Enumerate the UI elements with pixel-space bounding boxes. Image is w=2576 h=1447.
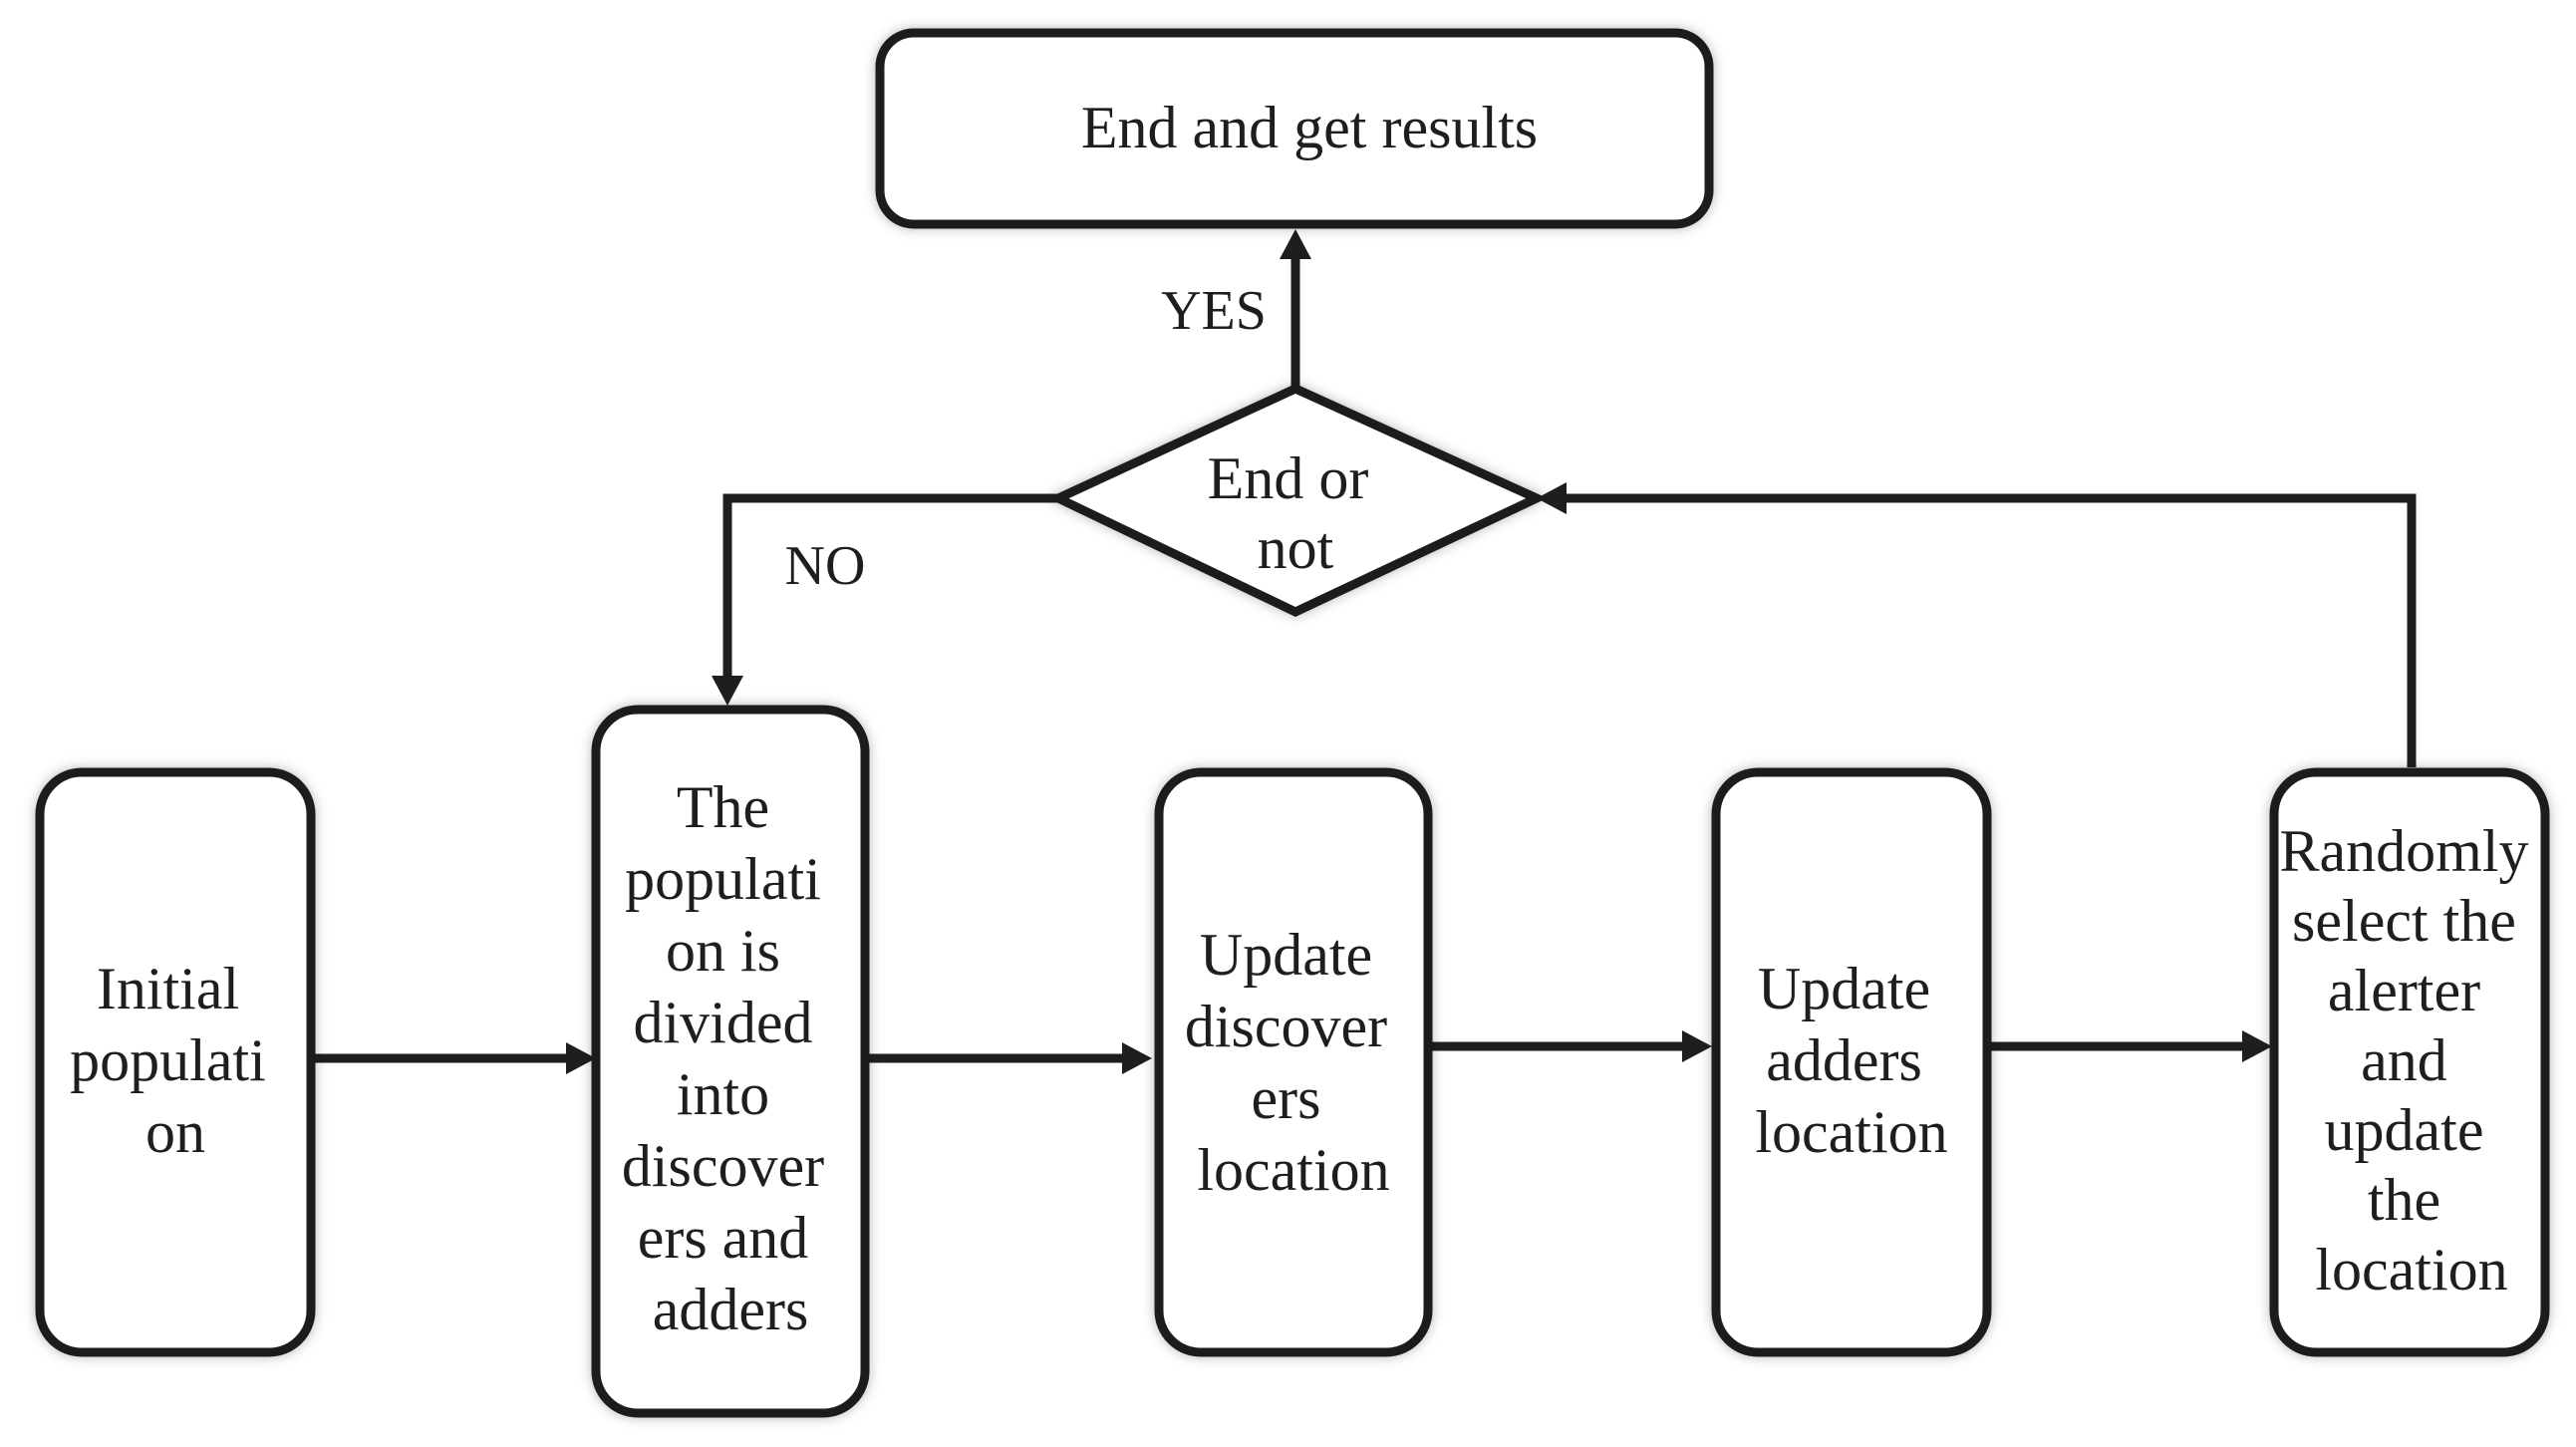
node-divide-population-line: on is bbox=[666, 918, 780, 984]
node-end-results-label: End and get results bbox=[1081, 95, 1538, 160]
node-update-discoverers-line: Update bbox=[1200, 922, 1372, 988]
node-update-discoverers-label: Update discover ers location bbox=[1185, 922, 1402, 1203]
node-update-adders-line: Update bbox=[1758, 956, 1930, 1021]
node-end-results-line: End and get results bbox=[1081, 95, 1538, 160]
arrowhead-decision-yes bbox=[1280, 229, 1311, 259]
node-update-adders: Update adders location bbox=[1711, 767, 1992, 1357]
node-divide-population-line: discover bbox=[622, 1133, 824, 1199]
edge-alerter-to-decision bbox=[1565, 493, 2417, 767]
arrowhead-alerter-to-decision bbox=[1537, 482, 1567, 514]
arrowhead-decision-no bbox=[712, 676, 743, 706]
node-update-discoverers: Update discover ers location bbox=[1154, 767, 1433, 1357]
node-update-discoverers-line: discover bbox=[1185, 994, 1387, 1059]
node-initial-population-line: populati bbox=[70, 1027, 266, 1093]
node-divide-population-line: adders bbox=[653, 1277, 809, 1342]
connectors bbox=[309, 229, 2417, 1074]
node-end-results: End and get results bbox=[875, 28, 1714, 229]
arrowhead-initial-to-divide bbox=[566, 1042, 596, 1074]
node-divide-population-shape bbox=[591, 705, 870, 1418]
node-random-alerter-shape bbox=[2269, 767, 2550, 1357]
node-update-discoverers-line: location bbox=[1197, 1137, 1389, 1203]
node-random-alerter-line: Randomly bbox=[2280, 818, 2529, 884]
node-decision-line: not bbox=[1258, 515, 1334, 581]
arrowhead-divide-to-discoverers bbox=[1122, 1042, 1152, 1074]
node-random-alerter-line: select the bbox=[2292, 888, 2516, 954]
node-initial-population-shape bbox=[35, 767, 316, 1357]
node-decision-line: End or bbox=[1208, 445, 1369, 511]
node-divide-population-label: The populati on is divided into discover… bbox=[622, 774, 839, 1342]
node-divide-population-line: The bbox=[677, 774, 769, 840]
edge-label-yes: YES bbox=[1161, 280, 1267, 342]
node-decision: End or not bbox=[1047, 384, 1548, 617]
edge-label-no: NO bbox=[785, 535, 866, 597]
node-divide-population-line: ers and bbox=[638, 1205, 809, 1271]
node-update-discoverers-line: ers bbox=[1252, 1065, 1321, 1131]
edge-decision-no bbox=[722, 493, 1058, 678]
node-random-alerter-line: location bbox=[2315, 1237, 2507, 1302]
node-random-alerter: Randomly select the alerter and update t… bbox=[2269, 767, 2550, 1357]
arrowhead-discoverers-to-adders bbox=[1682, 1030, 1712, 1062]
node-random-alerter-line: update bbox=[2325, 1097, 2484, 1163]
node-random-alerter-label: Randomly select the alerter and update t… bbox=[2280, 818, 2544, 1302]
node-random-alerter-line: alerter bbox=[2328, 958, 2480, 1023]
node-decision-shape bbox=[1047, 384, 1548, 617]
node-decision-label: End or not bbox=[1208, 445, 1384, 581]
node-random-alerter-line: and bbox=[2361, 1027, 2447, 1093]
node-end-results-shape bbox=[875, 28, 1714, 229]
node-update-adders-label: Update adders location bbox=[1755, 956, 1947, 1165]
node-divide-population: The populati on is divided into discover… bbox=[591, 705, 870, 1418]
node-update-adders-line: adders bbox=[1766, 1027, 1922, 1093]
node-divide-population-line: into bbox=[677, 1061, 769, 1127]
node-initial-population: Initial populati on bbox=[35, 767, 316, 1357]
node-update-adders-shape bbox=[1711, 767, 1992, 1357]
node-random-alerter-line: the bbox=[2368, 1167, 2440, 1233]
arrowhead-adders-to-alerter bbox=[2242, 1030, 2272, 1062]
node-initial-population-line: on bbox=[145, 1099, 205, 1165]
node-initial-population-label: Initial populati on bbox=[70, 956, 281, 1165]
node-divide-population-line: populati bbox=[625, 846, 821, 912]
node-update-discoverers-shape bbox=[1154, 767, 1433, 1357]
node-initial-population-line: Initial bbox=[97, 956, 239, 1021]
node-update-adders-line: location bbox=[1755, 1099, 1947, 1165]
node-divide-population-line: divided bbox=[634, 990, 813, 1055]
